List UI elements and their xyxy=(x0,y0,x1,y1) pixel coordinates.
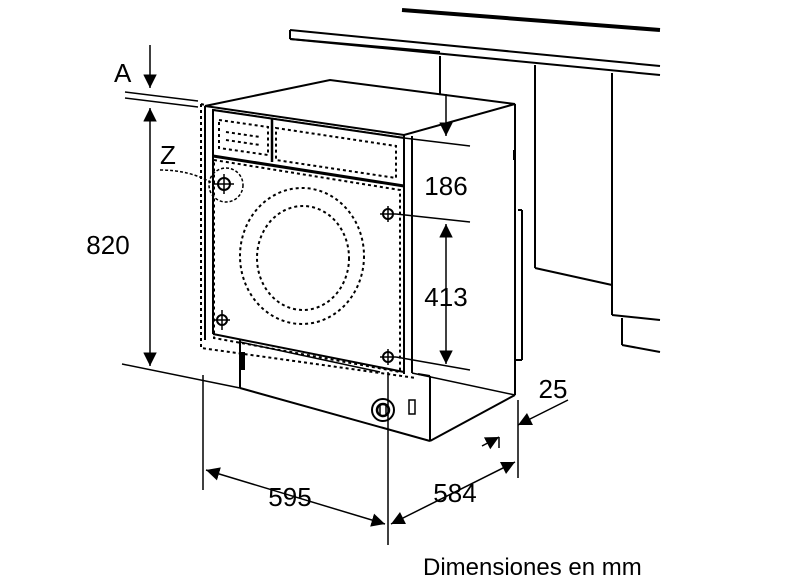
crosshair-marker-bottom-right xyxy=(380,349,396,365)
crosshair-marker-bottom-left xyxy=(214,310,230,330)
crosshair-marker-top-right xyxy=(380,206,396,222)
label-a: A xyxy=(114,58,132,88)
kitchen-cabinet xyxy=(289,8,661,361)
dimension-lines xyxy=(121,45,569,545)
dimension-gap: 25 xyxy=(539,374,568,404)
dimension-width: 595 xyxy=(268,482,311,512)
label-z: Z xyxy=(160,140,176,170)
washing-machine xyxy=(200,78,516,442)
crosshair-marker-top-left xyxy=(208,167,244,203)
dimension-hinge-spacing: 413 xyxy=(424,282,467,312)
dimension-depth: 584 xyxy=(433,478,476,508)
caption: Dimensiones en mm xyxy=(423,554,642,581)
dimension-height: 820 xyxy=(86,230,129,260)
dimension-top-panel: 186 xyxy=(424,171,467,201)
hinge-markers xyxy=(208,167,396,365)
